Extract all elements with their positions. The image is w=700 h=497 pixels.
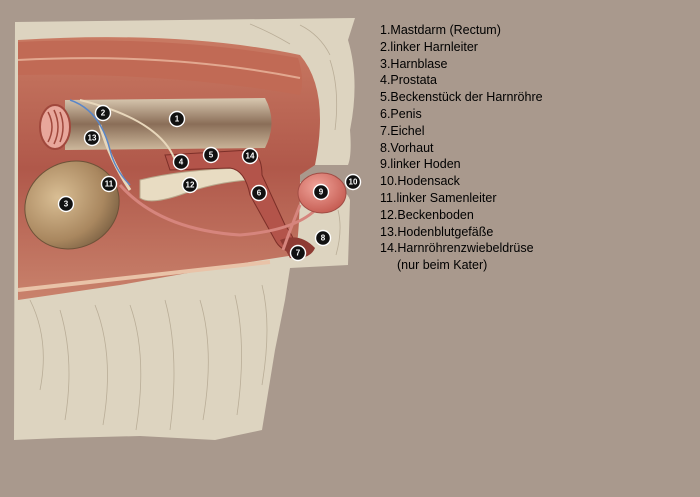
legend-item-4: 4.Prostata	[380, 73, 437, 88]
legend: 1.Mastdarm (Rectum) 2.linker Harnleiter …	[380, 22, 543, 274]
marker-14: 14	[241, 147, 259, 165]
marker-6: 6	[250, 184, 268, 202]
legend-item-9: 9.linker Hoden	[380, 157, 461, 172]
svg-text:2: 2	[101, 109, 106, 118]
marker-11: 11	[100, 175, 118, 193]
marker-4: 4	[172, 153, 190, 171]
legend-item-11: 11.linker Samenleiter	[380, 190, 497, 205]
legend-item-12: 12.Beckenboden	[380, 207, 474, 222]
svg-text:12: 12	[186, 181, 195, 190]
legend-item-14: 14.Harnröhrenzwiebeldrüse	[380, 241, 534, 256]
upper-muscle	[18, 40, 303, 95]
fur-texture	[29, 23, 341, 431]
svg-text:11: 11	[105, 180, 114, 189]
legend-item-5: 5.Beckenstück der Harnröhre	[380, 90, 543, 105]
legend-item-3: 3.Harnblase	[380, 56, 448, 71]
svg-text:14: 14	[246, 152, 255, 161]
legend-item-7: 7.Eichel	[380, 123, 425, 138]
svg-text:6: 6	[257, 189, 262, 198]
legend-item-10: 10.Hodensack	[380, 174, 460, 189]
svg-text:8: 8	[321, 234, 326, 243]
marker-1: 1	[168, 110, 186, 128]
marker-8: 8	[314, 229, 332, 247]
legend-item-6: 6.Penis	[380, 106, 422, 121]
legend-item-2: 2.linker Harnleiter	[380, 39, 478, 54]
svg-text:1: 1	[175, 115, 180, 124]
svg-text:9: 9	[319, 188, 324, 197]
svg-text:3: 3	[64, 200, 69, 209]
marker-13: 13	[83, 129, 101, 147]
svg-text:4: 4	[179, 158, 184, 167]
legend-item-13: 13.Hodenblutgefäße	[380, 224, 494, 239]
legend-item-14-note: (nur beim Kater)	[397, 258, 488, 273]
marker-3: 3	[57, 195, 75, 213]
marker-2: 2	[94, 104, 112, 122]
svg-text:13: 13	[88, 134, 97, 143]
marker-5: 5	[202, 146, 220, 164]
legend-item-1: 1.Mastdarm (Rectum)	[380, 23, 501, 37]
svg-text:5: 5	[209, 151, 214, 160]
svg-text:7: 7	[296, 249, 301, 258]
marker-10: 10	[344, 173, 362, 191]
marker-9: 9	[312, 183, 330, 201]
legend-item-8: 8.Vorhaut	[380, 140, 434, 155]
marker-7: 7	[289, 244, 307, 262]
svg-text:10: 10	[349, 178, 358, 187]
marker-12: 12	[181, 176, 199, 194]
